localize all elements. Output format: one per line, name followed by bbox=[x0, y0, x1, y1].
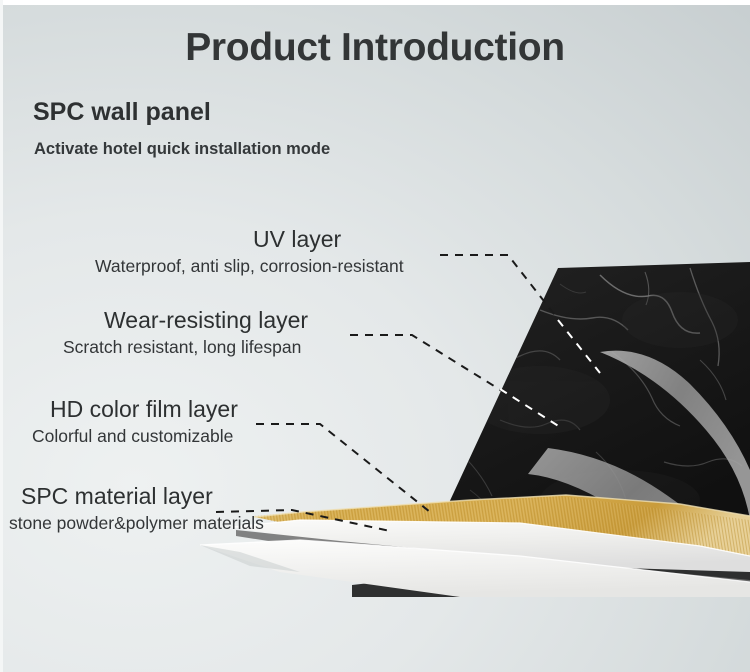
layer-label-spc-material-layer: SPC material layer stone powder&polymer … bbox=[9, 483, 264, 533]
layer-label-wear-resisting-layer: Wear-resisting layer Scratch resistant, … bbox=[63, 307, 309, 357]
product-illustration bbox=[199, 262, 750, 597]
layer-name: HD color film layer bbox=[50, 396, 238, 422]
frame-edge-left bbox=[0, 0, 3, 672]
product-tagline: Activate hotel quick installation mode bbox=[34, 140, 331, 158]
layer-description: Scratch resistant, long lifespan bbox=[63, 337, 302, 358]
layer-description: stone powder&polymer materials bbox=[9, 513, 264, 534]
product-name: SPC wall panel bbox=[33, 98, 211, 126]
frame-edge-top bbox=[0, 0, 750, 5]
white-backing-lower bbox=[199, 539, 750, 597]
layer-description: Colorful and customizable bbox=[32, 426, 234, 447]
layer-label-uv-layer: UV layer Waterproof, anti slip, corrosio… bbox=[95, 226, 404, 276]
layer-name: UV layer bbox=[253, 226, 342, 252]
layer-name: Wear-resisting layer bbox=[104, 307, 309, 333]
layer-name: SPC material layer bbox=[21, 483, 213, 509]
layer-label-hd-color-film-layer: HD color film layer Colorful and customi… bbox=[32, 396, 238, 446]
layer-description: Waterproof, anti slip, corrosion-resista… bbox=[95, 256, 404, 277]
page-title: Product Introduction bbox=[185, 26, 565, 69]
